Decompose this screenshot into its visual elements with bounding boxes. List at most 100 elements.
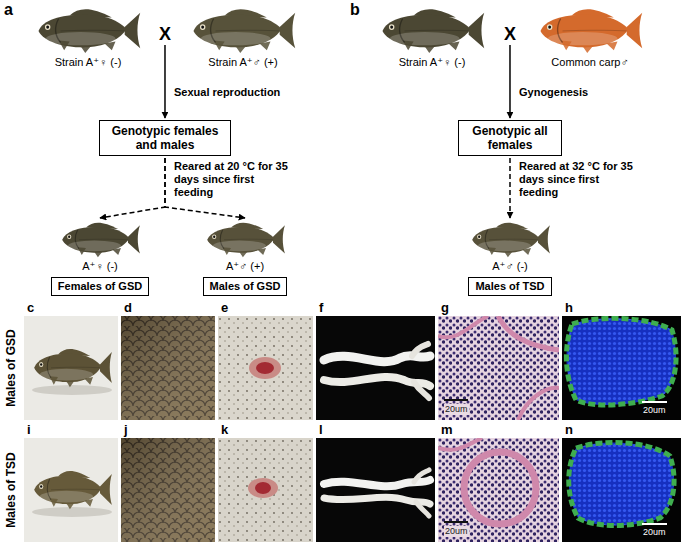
parent-fish: Strain A⁺♀ (-)	[377, 6, 487, 69]
histology-photo	[438, 316, 559, 420]
fish-photo	[34, 471, 112, 509]
cross-symbol: X	[157, 25, 173, 43]
fluorescence-photo	[562, 316, 681, 420]
fish-illustration	[207, 223, 285, 258]
row-label: Males of GSD	[4, 329, 18, 406]
fish-illustration	[203, 220, 287, 258]
fish-label: Strain A⁺♀ (-)	[33, 56, 143, 69]
fluorescence-photo	[642, 523, 667, 525]
fish-illustration	[472, 223, 550, 258]
scale-label: 20um	[444, 404, 469, 415]
fish-label: A⁺♀ (-)	[58, 260, 142, 273]
fish-illustration	[39, 9, 141, 53]
fish-photo	[34, 349, 112, 387]
panel-letter: j	[124, 422, 128, 437]
panel-letter: k	[221, 422, 228, 437]
fish-illustration	[58, 220, 142, 258]
histology-photo	[438, 316, 559, 420]
histology-photo	[438, 438, 482, 450]
process-box: Genotypic all females	[458, 120, 562, 156]
fish-label: Strain A⁺♀ (-)	[377, 56, 487, 69]
papilla-photo	[248, 478, 278, 498]
fish-photo	[24, 316, 118, 420]
panel-letter: m	[441, 422, 453, 437]
fish-photo	[32, 507, 112, 517]
fish-illustration	[377, 6, 487, 54]
panel-letter: i	[27, 422, 31, 437]
box-text: Males of GSD	[210, 280, 281, 293]
histology-photo	[498, 316, 559, 350]
flow-arrow	[100, 158, 165, 218]
histology-photo	[438, 438, 559, 542]
fluorescence-photo	[569, 442, 674, 525]
flow-arrow	[509, 158, 511, 218]
offspring-fish: A⁺♀ (-)	[58, 220, 142, 273]
cross-symbol: X	[502, 25, 518, 43]
fish-illustration	[62, 223, 140, 258]
panel-letter: d	[124, 300, 132, 315]
histology-photo	[444, 399, 468, 401]
panel-letter: g	[441, 300, 449, 315]
panel-letter: e	[221, 300, 228, 315]
cross-mark: X	[159, 25, 171, 43]
offspring-fish: A⁺♂ (+)	[203, 220, 287, 273]
result-box: Females of GSD	[51, 277, 149, 296]
fish-label: Common carp♂	[535, 56, 645, 69]
papilla-photo	[218, 438, 313, 542]
offspring-fish: A⁺♂ (-)	[468, 220, 552, 273]
fish-photo	[32, 385, 112, 395]
scale-closeup-photo	[121, 438, 215, 542]
scale-closeup-photo	[121, 438, 215, 542]
fish-label: A⁺♂ (+)	[203, 260, 287, 273]
box-text: Females of GSD	[58, 280, 142, 293]
papilla-photo	[256, 362, 274, 374]
edge-label: Gynogenesis	[517, 86, 590, 99]
panel-letter: h	[565, 300, 573, 315]
scale-closeup-photo	[121, 316, 215, 420]
scale-closeup-photo	[121, 316, 215, 420]
histology-photo	[438, 316, 559, 420]
panel-letter: n	[565, 422, 573, 437]
fish-illustration	[383, 9, 485, 53]
papilla-photo	[218, 316, 313, 420]
result-box: Males of TSD	[468, 277, 551, 296]
scale-label: 20um	[642, 527, 667, 538]
scale-label: 20um	[642, 405, 667, 416]
testis-photo	[316, 438, 435, 542]
testis-photo	[414, 470, 429, 516]
connectors	[100, 45, 510, 218]
testis-photo	[316, 438, 435, 542]
fish-photo	[24, 438, 118, 542]
fluorescence-photo	[562, 438, 681, 542]
histology-photo	[518, 388, 559, 420]
row-label: Males of TSD	[4, 452, 18, 527]
panel-letter: l	[319, 422, 323, 437]
flow-arrow	[164, 45, 166, 118]
fish-illustration	[468, 220, 552, 258]
papilla-photo	[249, 357, 281, 379]
scale-closeup-photo	[121, 438, 215, 542]
fish-photo	[24, 316, 118, 420]
fluorescence-photo	[562, 316, 681, 420]
parent-fish: Strain A⁺♂ (+)	[188, 6, 298, 69]
histology-photo	[444, 521, 468, 523]
fish-illustration	[194, 9, 296, 53]
box-text: Genotypic females and males	[106, 124, 224, 152]
fish-illustration	[188, 6, 298, 54]
panel-letter: f	[319, 300, 323, 315]
fish-illustration	[33, 6, 143, 54]
scale-label: 20um	[444, 526, 469, 537]
scale-closeup-photo	[121, 316, 215, 420]
box-text: Males of TSD	[475, 280, 544, 293]
cross-mark: X	[504, 25, 516, 43]
panel-letter: c	[27, 300, 34, 315]
fish-illustration	[535, 6, 645, 54]
papilla-photo	[218, 438, 313, 542]
edge-label: Reared at 32 °C for 35 days since first …	[517, 160, 639, 199]
histology-photo	[438, 316, 488, 337]
testis-photo	[316, 316, 435, 420]
panel-letter: a	[4, 1, 13, 19]
panel-letter: b	[350, 1, 360, 19]
